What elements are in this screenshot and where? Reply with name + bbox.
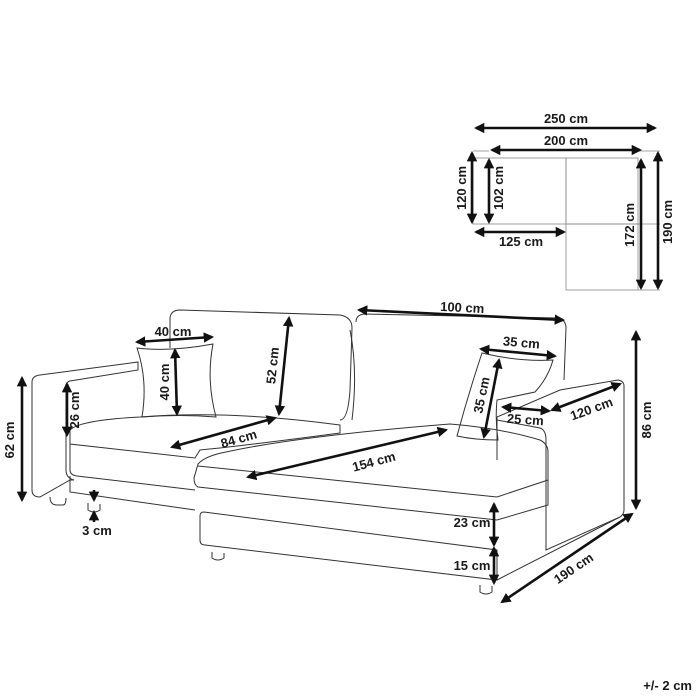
label-40w: 40 cm xyxy=(155,324,192,339)
chaise-base xyxy=(199,511,498,581)
label-154: 154 cm xyxy=(351,449,397,475)
label-100: 100 cm xyxy=(440,299,485,316)
dim-arrow-35h xyxy=(480,357,503,440)
label-35h: 35 cm xyxy=(470,375,492,414)
chaise-seat-cushion xyxy=(193,423,549,521)
chaise-leg-left xyxy=(211,552,225,561)
left-leg xyxy=(49,496,67,506)
label-200: 200 cm xyxy=(544,133,588,148)
label-35w: 35 cm xyxy=(502,333,540,351)
label-15: 15 cm xyxy=(454,558,491,573)
left-leg-2 xyxy=(87,503,101,513)
sofa-illustration xyxy=(31,309,625,595)
label-40h: 40 cm xyxy=(157,364,172,401)
label-86: 86 cm xyxy=(639,402,654,439)
sofa-dimensions: 62 cm 26 cm 40 cm 40 cm 52 cm 84 cm 3 cm… xyxy=(2,299,654,604)
dim-arrow-190-chaise xyxy=(500,512,634,604)
label-52: 52 cm xyxy=(263,346,282,384)
label-102: 102 cm xyxy=(491,166,506,210)
label-190: 190 cm xyxy=(660,200,675,244)
floor-plan: 250 cm 200 cm 120 cm 102 cm 125 cm 172 c… xyxy=(454,111,675,291)
dim-arrow-40w xyxy=(134,332,215,347)
label-26: 26 cm xyxy=(67,392,82,429)
label-125: 125 cm xyxy=(499,234,543,249)
label-120: 120 cm xyxy=(454,166,469,210)
dim-arrow-100 xyxy=(356,305,566,325)
left-back-cushion xyxy=(169,309,353,421)
label-3: 3 cm xyxy=(82,523,112,538)
dim-arrow-120 xyxy=(550,382,622,412)
left-base xyxy=(69,476,196,511)
tolerance-note: +/- 2 cm xyxy=(643,678,692,693)
label-190-chaise: 190 cm xyxy=(551,550,596,587)
dim-arrow-35w xyxy=(478,344,558,361)
left-seat-front xyxy=(69,444,196,491)
label-23: 23 cm xyxy=(454,515,491,530)
label-62: 62 cm xyxy=(2,422,17,459)
label-172: 172 cm xyxy=(622,203,637,247)
dim-arrow-52 xyxy=(274,315,294,417)
dim-arrow-40h xyxy=(170,347,182,417)
dim-arrow-84 xyxy=(169,415,278,450)
dim-arrow-154 xyxy=(245,426,449,481)
label-120-arm: 120 cm xyxy=(568,394,615,423)
label-25: 25 cm xyxy=(506,411,544,429)
plan-left-section xyxy=(472,157,567,225)
chaise-leg-right xyxy=(479,585,493,595)
back-divider xyxy=(349,329,356,421)
label-250: 250 cm xyxy=(544,111,588,126)
dim-arrow-25 xyxy=(500,402,552,416)
